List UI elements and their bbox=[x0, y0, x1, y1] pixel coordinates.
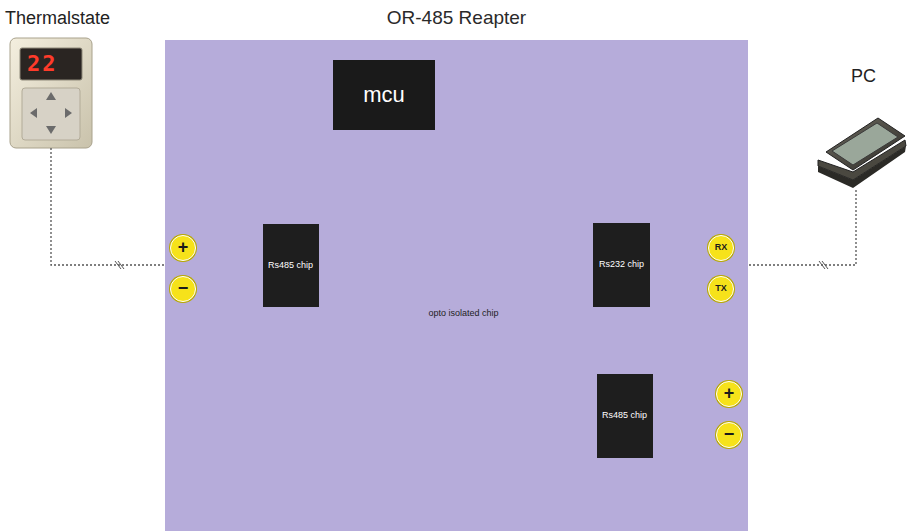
terminal: − bbox=[170, 276, 196, 302]
rs485-chip: Rs485 chip bbox=[263, 224, 319, 307]
terminal-label: RX bbox=[713, 243, 730, 253]
opto-isolator-chip: opto isolated chip bbox=[435, 224, 492, 305]
terminal: TX bbox=[708, 276, 734, 302]
terminal-label: − bbox=[176, 279, 191, 299]
chip-label: opto isolated chip bbox=[425, 308, 502, 318]
rs485-chip: Rs485 chip bbox=[597, 374, 653, 458]
panel-heading: OR-485 Reapter bbox=[165, 7, 748, 29]
terminal: − bbox=[716, 422, 742, 448]
terminal-label: + bbox=[176, 238, 191, 258]
thermostat-illustration bbox=[10, 38, 92, 148]
terminal: + bbox=[716, 381, 742, 407]
terminal: RX bbox=[708, 235, 734, 261]
terminal-label: − bbox=[722, 425, 737, 445]
chip-label: mcu bbox=[361, 83, 407, 107]
laptop-illustration bbox=[818, 118, 906, 188]
repeater-panel: OR-485 ReaptermcuRs485 chipopto isolated… bbox=[165, 40, 748, 531]
rs232-chip: Rs232 chip bbox=[593, 223, 650, 307]
chip-label: Rs232 chip bbox=[597, 260, 646, 270]
device-label: PC bbox=[851, 66, 876, 87]
chip-label: Rs485 chip bbox=[600, 411, 649, 421]
terminal-label: + bbox=[722, 384, 737, 404]
display-digits: 22 bbox=[27, 51, 58, 76]
mcu-box: mcu bbox=[333, 60, 435, 130]
terminal: + bbox=[170, 235, 196, 261]
chip-label: Rs485 chip bbox=[266, 261, 315, 271]
terminal-label: TX bbox=[713, 284, 729, 294]
device-label: Thermalstate bbox=[5, 8, 110, 29]
